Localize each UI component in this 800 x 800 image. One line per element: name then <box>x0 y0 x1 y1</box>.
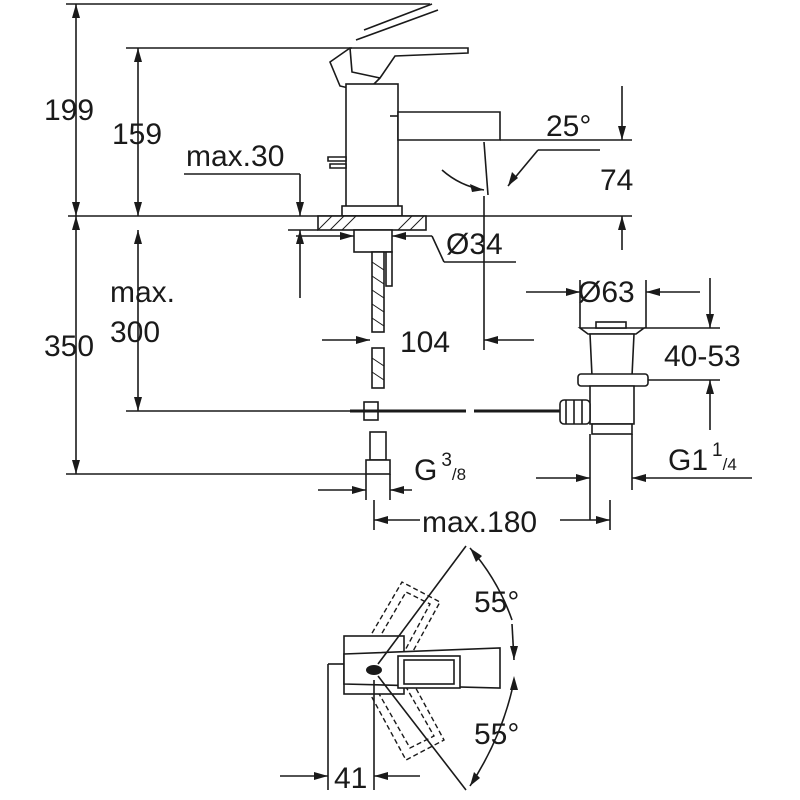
faucet-side-view <box>68 3 632 475</box>
dimension-lines <box>66 3 752 791</box>
dimension-labels: 199 159 max.30 25° 74 Ø34 max. 300 350 1… <box>44 94 741 795</box>
label-55-degrees-down: 55° <box>474 718 519 751</box>
label-41: 41 <box>334 762 367 795</box>
waste-assembly <box>559 321 649 435</box>
label-diameter-63: Ø63 <box>578 276 635 309</box>
label-max: max. <box>110 276 175 309</box>
label-max-30: max.30 <box>186 140 284 173</box>
label-diameter-34: Ø34 <box>446 228 503 261</box>
label-25-degrees: 25° <box>546 110 591 143</box>
label-159: 159 <box>112 118 162 151</box>
label-199: 199 <box>44 94 94 127</box>
label-104: 104 <box>400 326 450 359</box>
label-74: 74 <box>600 164 633 197</box>
label-55-degrees-up: 55° <box>474 586 519 619</box>
label-350: 350 <box>44 330 94 363</box>
label-300: 300 <box>110 316 160 349</box>
label-max-180: max.180 <box>422 506 537 539</box>
label-40-53: 40-53 <box>664 340 741 373</box>
